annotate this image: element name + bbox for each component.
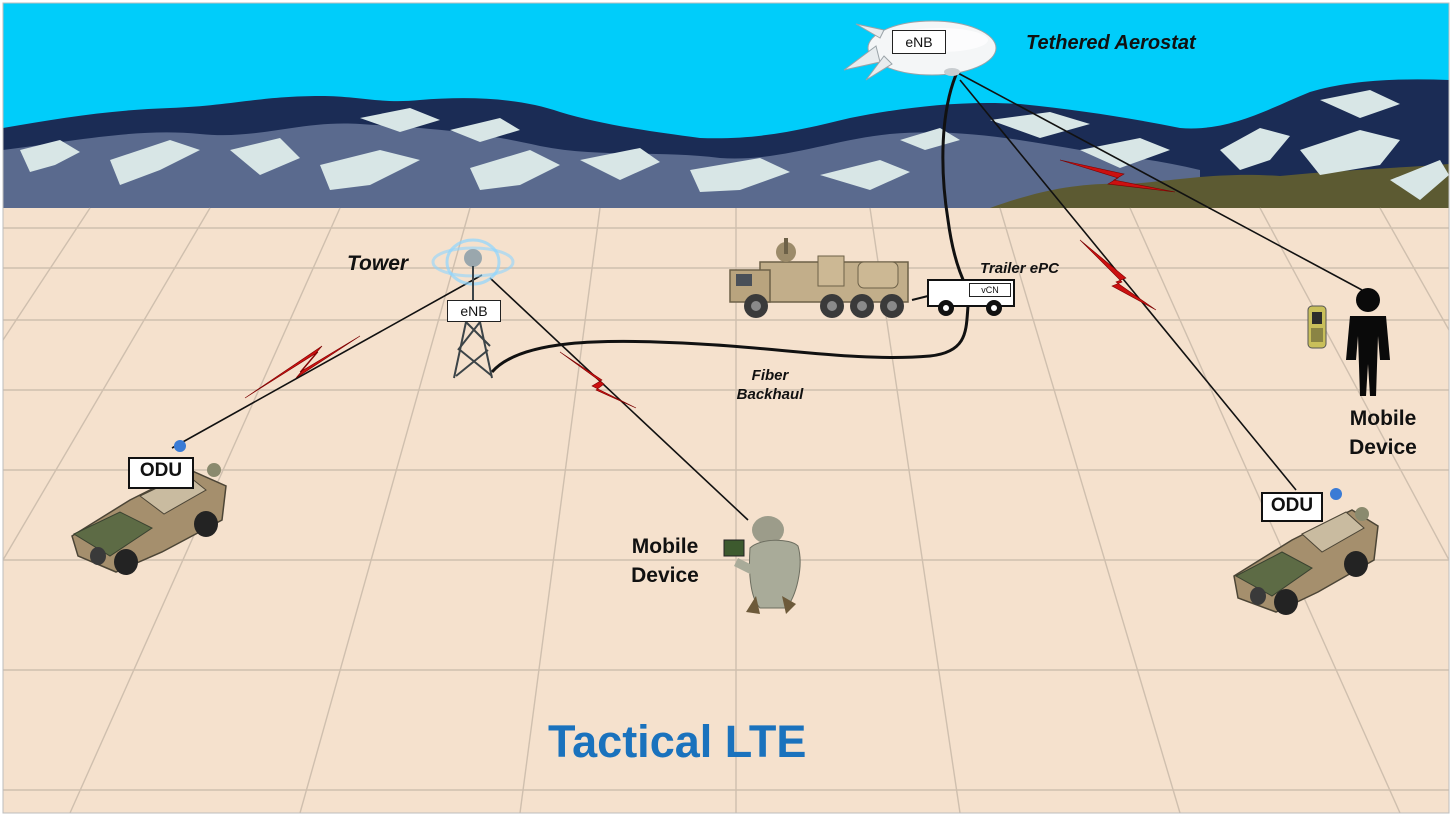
- truck-icon: [729, 238, 909, 318]
- trailer-label: Trailer ePC: [980, 260, 1059, 277]
- mobile-right-line1: Mobile: [1349, 407, 1417, 430]
- wireless-link-bolts: [244, 159, 1176, 409]
- vehicle-icon-right: [1233, 488, 1379, 615]
- mobile-device-center-label: Mobile Device: [612, 532, 718, 590]
- mobile-center-line1: Mobile: [631, 535, 699, 558]
- ground: [3, 208, 1449, 813]
- mountains: [3, 79, 1449, 208]
- mobile-right-line2: Device: [1349, 436, 1417, 459]
- mobile-center-line2: Device: [631, 564, 699, 587]
- odu-right-box: ODU: [1261, 492, 1323, 522]
- aerostat-enb-box: eNB: [892, 30, 946, 54]
- aerostat-label: Tethered Aerostat: [1026, 32, 1196, 54]
- diagram-title: Tactical LTE: [548, 716, 807, 767]
- ground-grid: [2, 207, 1450, 814]
- fiber-backhaul-label: Fiber Backhaul: [722, 366, 818, 404]
- tower-label: Tower: [347, 252, 409, 275]
- tower-enb-box: eNB: [447, 300, 501, 322]
- radio-link-lines: [171, 71, 1363, 521]
- fiber-backhaul-cable: [490, 305, 970, 373]
- fiber-label-line2: Backhaul: [736, 386, 804, 403]
- soldier-icon: [723, 516, 801, 614]
- trailer-vcn-box: vCN: [969, 283, 1011, 297]
- fiber-label-line1: Fiber: [751, 367, 789, 384]
- person-icon: [1346, 288, 1390, 396]
- odu-left-box: ODU: [128, 457, 194, 489]
- mobile-device-right-label: Mobile Device: [1330, 404, 1436, 462]
- handset-icon: [1307, 305, 1327, 349]
- tower-icon: [431, 238, 515, 379]
- aerostat-tether: [941, 69, 968, 287]
